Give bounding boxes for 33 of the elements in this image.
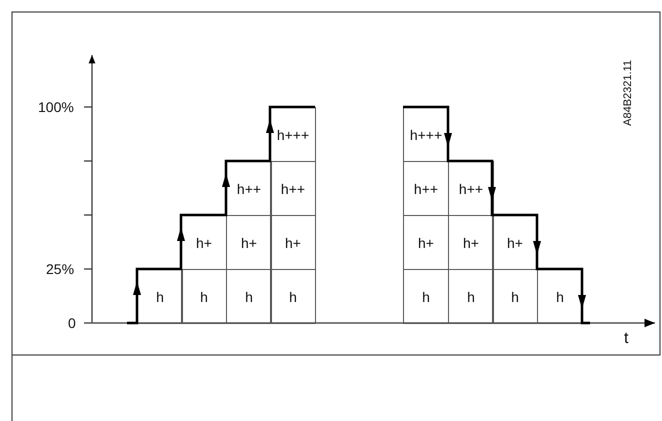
drawing-number: A84B2321.11 [622, 60, 634, 126]
stage-label: h++ [458, 180, 484, 196]
stage-label: h [156, 288, 164, 304]
stage-label: h++ [236, 180, 262, 196]
stage-label: h [200, 288, 208, 304]
stage-label: h+ [418, 234, 434, 250]
stage-label: h [245, 288, 253, 304]
stage-label: h [511, 288, 519, 304]
axis-label: 25% [46, 261, 74, 277]
stage-label: h+++ [410, 126, 442, 142]
grid-cell [403, 269, 449, 324]
axis-label: 100% [38, 99, 74, 115]
stage-label: h+ [196, 234, 212, 250]
stage-label: h++ [280, 180, 306, 196]
grid-cell [270, 215, 316, 270]
grid-cell [181, 269, 227, 324]
grid-cell [492, 269, 538, 324]
stage-label: h+ [463, 234, 479, 250]
stage-label: h [556, 288, 564, 304]
stage-label: h [289, 288, 297, 304]
axis-label: t [624, 330, 628, 348]
stage-label: h [467, 288, 475, 304]
stage-label: h+ [241, 234, 257, 250]
stage-label: h [422, 288, 430, 304]
grid-cell [448, 269, 494, 324]
stage-label: h+ [285, 234, 301, 250]
axis-label: 0 [68, 315, 76, 331]
stage-label: h+ [507, 234, 523, 250]
grid-cell [270, 269, 316, 324]
stage-label: h+++ [276, 126, 310, 142]
stage-label: h++ [414, 180, 438, 196]
grid-cell [226, 269, 272, 324]
grid-cell [270, 161, 316, 216]
